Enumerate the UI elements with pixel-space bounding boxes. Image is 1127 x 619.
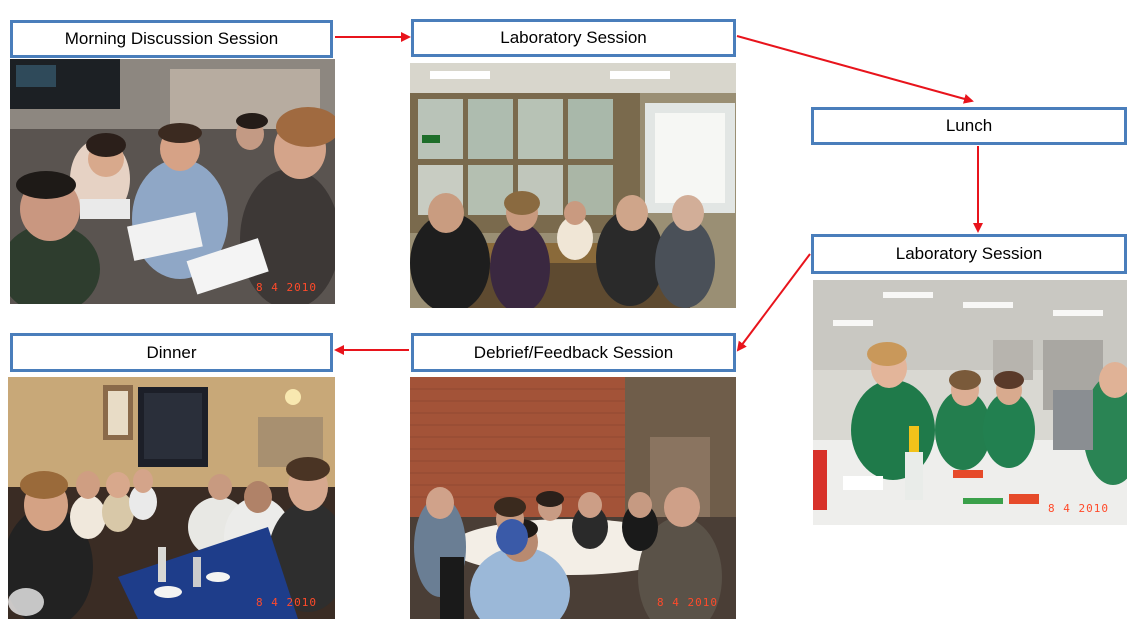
photo-dinner-art: [8, 377, 335, 619]
box-laboratory-session-1: Laboratory Session: [411, 19, 736, 57]
photo-dinner: 8 4 2010: [8, 377, 335, 619]
arrow-lab1-to-lunch: [736, 35, 974, 104]
box-debrief-feedback: Debrief/Feedback Session: [411, 333, 736, 372]
photo-morning-discussion: 8 4 2010: [10, 59, 335, 304]
box-laboratory-session-1-label: Laboratory Session: [500, 28, 647, 47]
box-lunch: Lunch: [811, 107, 1127, 145]
box-morning-discussion-label: Morning Discussion Session: [64, 29, 279, 48]
photo-laboratory-session-2-art: [813, 280, 1127, 525]
photo-debrief-feedback-date-stamp: 8 4 2010: [657, 596, 718, 609]
box-dinner-label: Dinner: [146, 342, 197, 362]
box-laboratory-session-2: Laboratory Session: [811, 234, 1127, 274]
photo-debrief-feedback: 8 4 2010: [410, 377, 736, 619]
box-dinner: Dinner: [10, 333, 333, 372]
photo-laboratory-session-1-art: [410, 63, 736, 308]
photo-dinner-date-stamp: 8 4 2010: [256, 596, 317, 609]
box-debrief-feedback-label: Debrief/Feedback Session: [473, 342, 674, 362]
photo-morning-discussion-art: [10, 59, 335, 304]
box-lunch-label: Lunch: [945, 116, 993, 135]
box-morning-discussion: Morning Discussion Session: [10, 20, 333, 58]
photo-laboratory-session-1: [410, 63, 736, 308]
box-laboratory-session-2-label: Laboratory Session: [895, 244, 1043, 263]
photo-morning-discussion-date-stamp: 8 4 2010: [256, 281, 317, 294]
photo-laboratory-session-2: 8 4 2010: [813, 280, 1127, 525]
arrow-lab2-to-debrief: [736, 253, 811, 352]
photo-laboratory-session-2-date-stamp: 8 4 2010: [1048, 502, 1109, 515]
photo-debrief-feedback-art: [410, 377, 736, 619]
